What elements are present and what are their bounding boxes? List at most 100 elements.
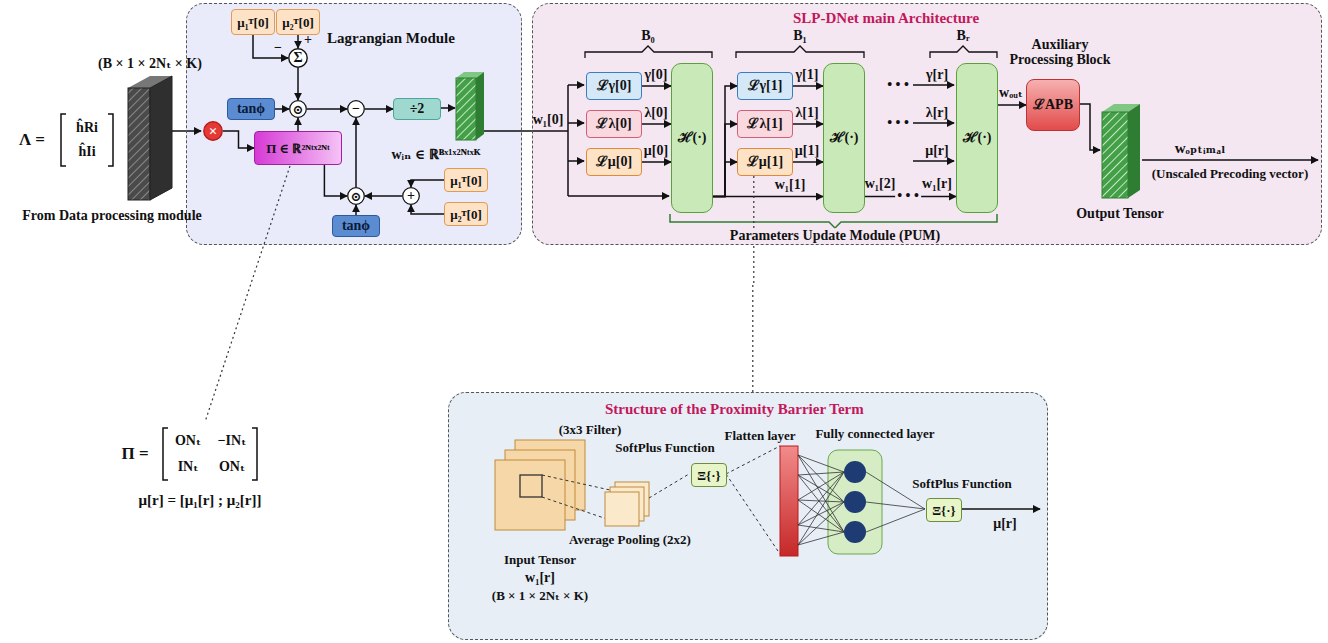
connector — [253, 35, 288, 58]
connector — [297, 68, 299, 100]
node-text: ℒλ[0] — [596, 117, 631, 131]
annotation-label: • • • — [895, 188, 921, 203]
edge-label: + — [304, 32, 312, 47]
annotation-label: From Data processing module — [22, 208, 202, 223]
connector — [365, 195, 402, 197]
annotation-label: λ[r] — [926, 105, 948, 120]
annotation-label: w₁[r] — [525, 570, 555, 585]
annotation-label: wₒₚₜᵢₘₐₗ — [1175, 140, 1226, 157]
annotation-label: μ[r] — [993, 516, 1016, 531]
annotation-label: Auxiliary Processing Block — [1000, 37, 1120, 68]
connector — [307, 108, 347, 110]
panel-title: Structure of the Proximity Barrier Term — [605, 401, 864, 418]
lambda-layer: ℒλ[1] — [737, 110, 793, 138]
minus-circle: − — [347, 100, 365, 118]
panel-title: Lagrangian Module — [327, 30, 455, 47]
node-text: ℒμ[0] — [596, 155, 632, 169]
mu-layer: ℒμ[1] — [737, 148, 793, 176]
annotation-label: • • • — [887, 77, 909, 92]
annotation-label: B₀ — [641, 28, 655, 43]
edge-label: − — [274, 40, 282, 55]
auxiliary-block: ℒAPB — [1026, 79, 1080, 131]
multiply-circle: × — [203, 121, 223, 141]
connector — [411, 180, 444, 187]
annotation-label: −INₜ — [218, 433, 247, 448]
annotation-label: ONₜ — [175, 433, 201, 448]
annotation-label: μ[r] — [925, 143, 948, 158]
update-block: ℋ(·) — [671, 63, 713, 213]
annotation-label: INₜ — [178, 459, 199, 474]
connector — [998, 104, 1026, 106]
node-text: × — [209, 124, 218, 139]
update-block: ℋ(·) — [823, 63, 865, 213]
connector — [793, 123, 823, 125]
node-text: ℒAPB — [1033, 98, 1073, 112]
node-text: tanϕ — [237, 102, 265, 116]
lambda-layer: ℒλ[0] — [586, 110, 642, 138]
connector — [411, 205, 444, 214]
annotation-label: Output Tensor — [1076, 206, 1164, 221]
annotation-label: Flatten layer — [724, 429, 795, 443]
annotation-label: (Unscaled Precoding vector) — [1152, 167, 1308, 181]
connector — [355, 205, 357, 215]
annotation-label: wᵢₙ ∈ ℝᴮˣ¹ˣ²ᴺᵗˣᴷ — [392, 147, 481, 162]
annotation-label: SoftPlus Function — [912, 477, 1011, 491]
matrix-box: Π ∈ ℝ²ᴺᵗˣ²ᴺᵗ — [254, 131, 342, 165]
node-text: Ξ{·} — [697, 469, 720, 482]
mu-layer: ℒμ[0] — [586, 148, 642, 176]
edge-label: μ[0] — [644, 143, 668, 158]
annotation-label: Average Pooling (2x2) — [569, 533, 691, 547]
annotation-label: Bᵣ — [957, 28, 970, 43]
connector — [355, 118, 357, 187]
annotation-label: (3x3 Filter) — [559, 423, 621, 437]
annotation-label: Π = — [121, 445, 148, 464]
panel-title: SLP-DNet main Architecture — [793, 10, 979, 27]
connector — [713, 162, 737, 197]
node-text: ℒλ[1] — [747, 117, 782, 131]
node-text: ℒγ[1] — [748, 79, 783, 93]
plus-circle: + — [402, 187, 420, 205]
tan-box: tanϕ — [332, 215, 380, 237]
connector — [642, 123, 671, 125]
node-text: Σ — [293, 51, 302, 65]
connector — [642, 85, 671, 87]
connector — [713, 196, 823, 198]
edge-label: wₒᵤₜ — [999, 85, 1023, 100]
annotation-label: ĥIi — [78, 144, 95, 159]
edge-label: γ[0] — [645, 67, 668, 82]
annotation-label: μ[r] = [μ₁[r] ; μ₂[r]] — [139, 492, 262, 509]
node-text: ⊙ — [351, 190, 362, 203]
annotation-label: Fully connected layer — [815, 427, 934, 441]
node-text: + — [407, 189, 415, 203]
connector — [793, 161, 823, 163]
gamma-layer: ℒγ[0] — [586, 72, 642, 100]
node-text: ℋ(·) — [963, 131, 992, 145]
divide-box: ÷2 — [393, 98, 441, 120]
node-text: ÷2 — [410, 102, 425, 116]
annotation-label: B₁ — [793, 28, 807, 43]
multiplier-box: μ₁ᵀ[0] — [231, 9, 275, 35]
edge-label: γ[1] — [796, 67, 819, 82]
annotation-label: • • • — [887, 115, 909, 130]
node-text: μ₂ᵀ[0] — [450, 208, 481, 221]
multiplier-box: μ₁ᵀ[0] — [444, 168, 488, 192]
gamma-layer: ℒγ[1] — [737, 72, 793, 100]
node-text: Ξ{·} — [932, 504, 955, 517]
node-text: tanϕ — [342, 219, 370, 233]
edge-label: w₁[1] — [775, 177, 806, 192]
connector — [297, 118, 299, 131]
annotation-label: (B × 1 × 2Nₜ × K) — [98, 56, 202, 71]
node-text: Π ∈ ℝ²ᴺᵗˣ²ᴺᵗ — [266, 142, 330, 155]
connector — [753, 176, 754, 392]
connector — [793, 85, 823, 87]
connector — [324, 165, 347, 196]
annotation-label: ĥRi — [76, 120, 98, 135]
edge-label: λ[0] — [644, 105, 667, 120]
connector — [223, 131, 254, 148]
annotation-label: Input Tensor — [504, 553, 576, 567]
node-text: ⊙ — [293, 103, 304, 116]
tan-box: tanϕ — [227, 98, 275, 120]
sum-circle: Σ — [288, 48, 308, 68]
node-text: ℒμ[1] — [747, 155, 783, 169]
